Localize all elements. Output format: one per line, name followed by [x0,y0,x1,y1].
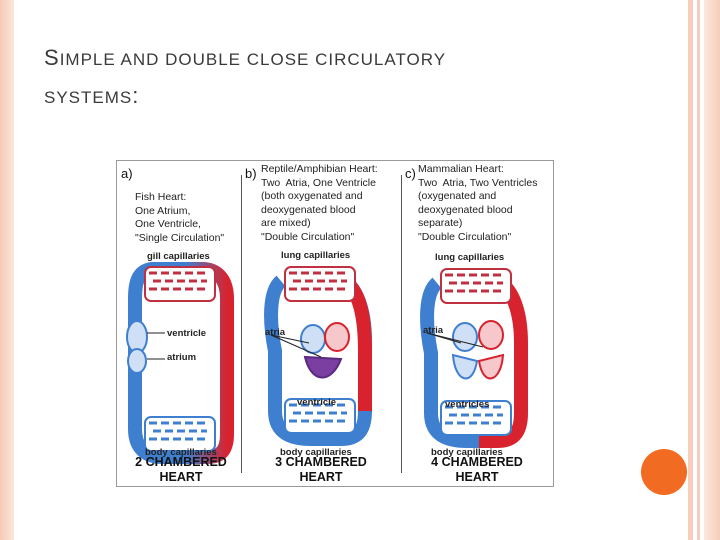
right-decorative-stripe [688,0,693,540]
circulatory-systems-figure: a) Fish Heart: One Atrium, One Ventricle… [116,160,554,487]
panel-a-note: Fish Heart: One Atrium, One Ventricle, "… [135,191,224,245]
title-line-2: SYSTEMS [44,88,132,107]
panel-c-note: Mammalian Heart: Two Atria, Two Ventricl… [418,163,537,244]
orange-circle-decoration [641,449,687,495]
panel-b-letter: b) [245,166,257,181]
panel-a-ventricle-label: ventricle [167,328,206,339]
panel-c-ventricles-label: ventricles [445,399,489,410]
panel-b-top-label: lung capillaries [281,250,350,261]
panel-a-atrium-label: atrium [167,352,196,363]
panel-c-atria-label: atria [423,325,443,336]
fish-heart-diagram [117,259,241,469]
title-initial: S [44,45,60,70]
title-line-1: IMPLE AND DOUBLE CLOSE CIRCULATORY [60,50,446,69]
panel-separator [401,175,402,473]
amphibian-heart-diagram [261,261,385,451]
right-decorative-border [704,0,720,540]
panel-c-top-label: lung capillaries [435,252,504,263]
mammalian-heart-diagram [417,263,541,453]
left-decorative-border [0,0,14,540]
panel-c-letter: c) [405,166,416,181]
right-decorative-stripe [697,0,700,540]
panel-b-atria-label: atria [265,327,285,338]
title-colon: : [132,83,139,108]
panel-a-heart-title: 2 CHAMBERED HEART [125,455,237,485]
panel-b-note: Reptile/Amphibian Heart: Two Atria, One … [261,163,378,244]
panel-b-heart-title: 3 CHAMBERED HEART [261,455,381,485]
panel-a-letter: a) [121,166,133,181]
slide-title: SIMPLE AND DOUBLE CLOSE CIRCULATORY SYST… [44,40,644,116]
panel-b-ventricle-label: ventricle [297,397,336,408]
panel-c-heart-title: 4 CHAMBERED HEART [415,455,539,485]
panel-separator [241,175,242,473]
